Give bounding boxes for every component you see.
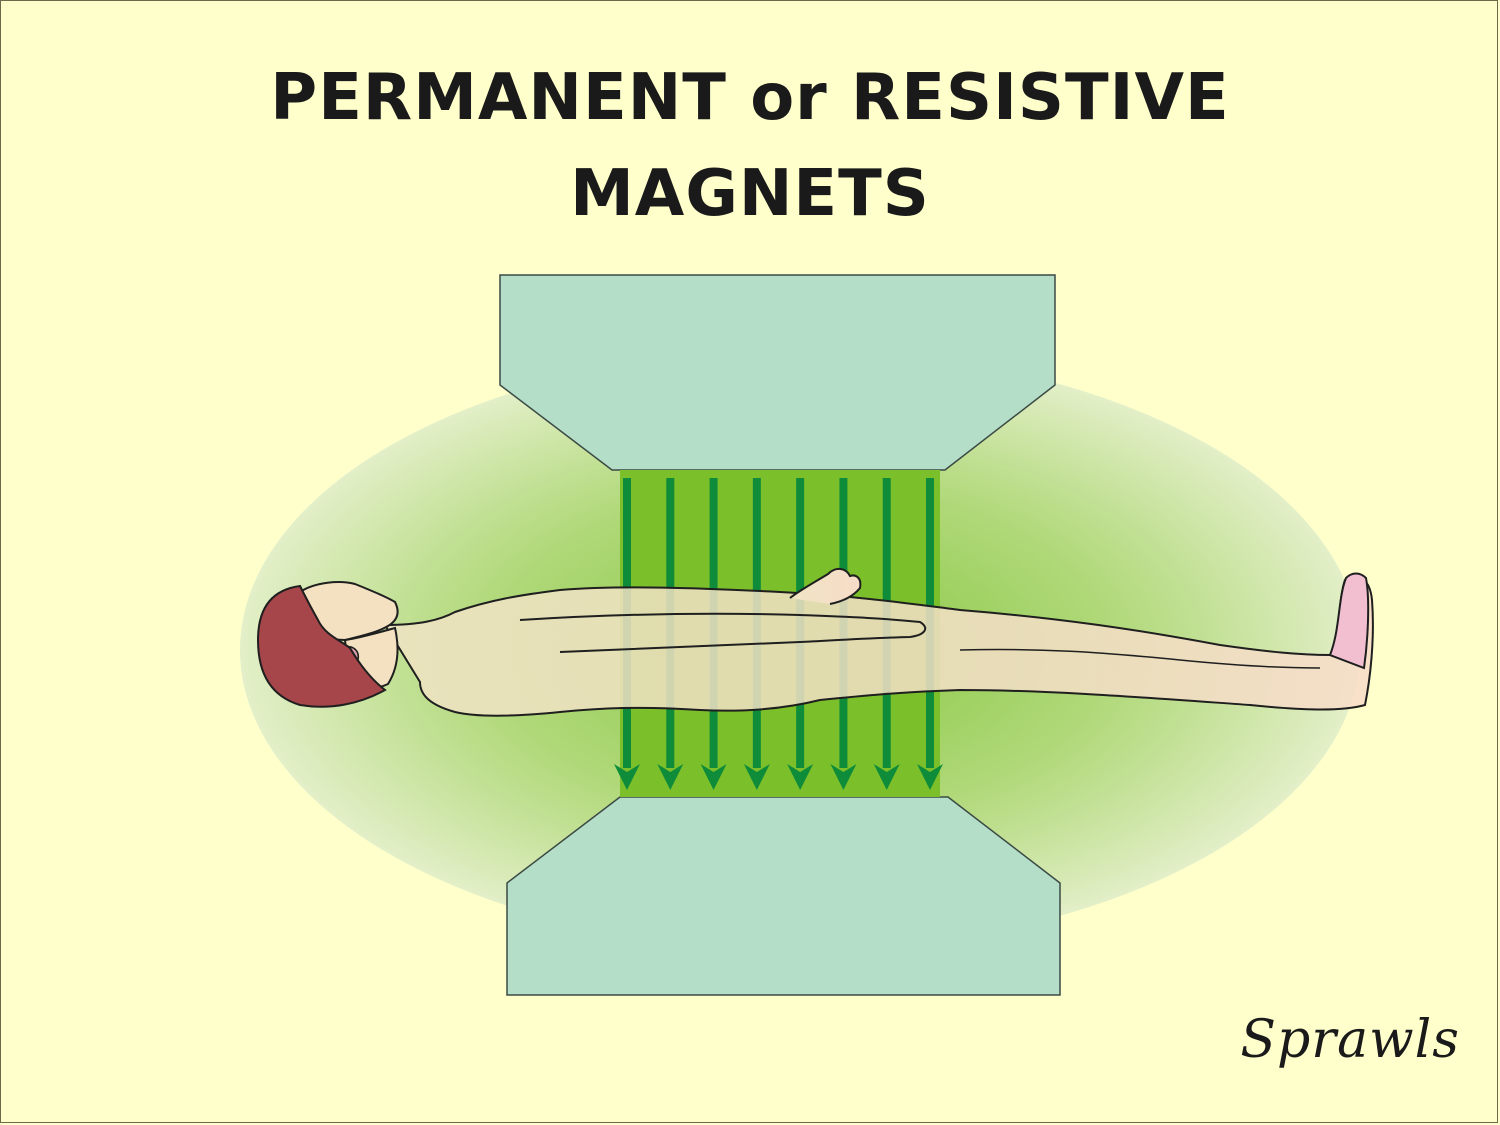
patient-hand: [789, 568, 862, 605]
signature: Sprawls: [1240, 1010, 1460, 1070]
field-arrow-head-icon: [787, 764, 814, 790]
field-arrow-head-icon: [917, 764, 943, 790]
title-line-2: MAGNETS: [570, 157, 930, 231]
magnet-pole-top-icon: [499, 274, 1056, 471]
title-line-1: PERMANENT or RESISTIVE: [270, 61, 1230, 135]
field-arrow-head-icon: [830, 764, 857, 790]
patient-foot: [1328, 572, 1370, 670]
field-arrow-head-icon: [700, 764, 727, 790]
field-arrow-head-icon: [657, 764, 684, 790]
magnet-pole-bottom-icon: [506, 796, 1061, 996]
patient-body: [383, 575, 1374, 717]
field-arrow-head-icon: [614, 764, 640, 790]
field-arrow-head-icon: [873, 764, 900, 790]
patient-arm: [519, 612, 927, 653]
patient-leg-line: [959, 648, 1321, 669]
field-arrow-head-icon: [743, 764, 770, 790]
patient-figure-icon: [256, 568, 1374, 717]
patient-hair: [256, 584, 387, 708]
slide-title: PERMANENT or RESISTIVE MAGNETS: [0, 50, 1500, 242]
